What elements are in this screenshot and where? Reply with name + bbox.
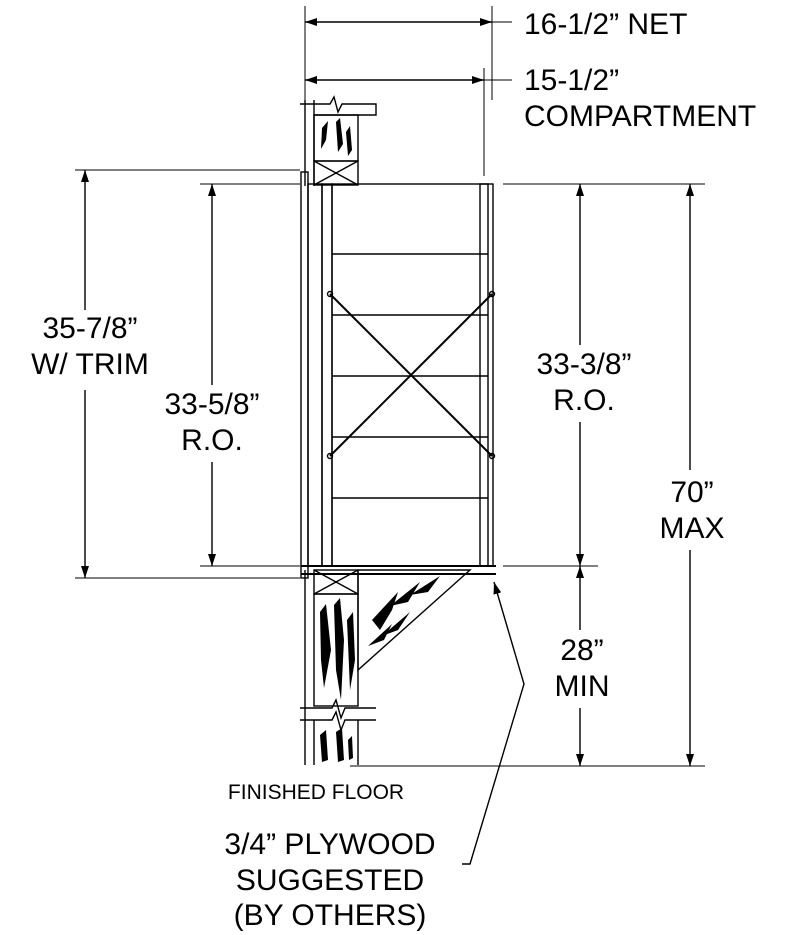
- plywood-line2: SUGGESTED: [236, 864, 424, 897]
- max-height-label: MAX: [659, 512, 724, 545]
- plywood-line3: (BY OTHERS): [234, 899, 427, 932]
- cabinet-unit: [300, 171, 496, 579]
- finished-floor-label: FINISHED FLOOR: [228, 781, 404, 804]
- wall-framing: [300, 95, 472, 765]
- plywood-line1: 3/4” PLYWOOD: [224, 828, 435, 861]
- net-width-label: 16-1/2” NET: [524, 8, 687, 41]
- min-height-label: MIN: [555, 670, 610, 703]
- height-dimensions: [75, 169, 705, 767]
- trim-height-label: W/ TRIM: [31, 348, 149, 381]
- compartment-label: COMPARTMENT: [524, 100, 756, 133]
- compartment-value: 15-1/2”: [524, 64, 619, 97]
- trim-height-value: 35-7/8”: [42, 312, 137, 345]
- plywood-leader: [462, 581, 525, 865]
- ro-left-label: R.O.: [181, 424, 243, 457]
- width-dimensions: [304, 6, 512, 176]
- ro-right-value: 33-3/8”: [536, 348, 631, 381]
- max-height-value: 70”: [670, 476, 713, 509]
- min-height-value: 28”: [560, 634, 603, 667]
- ro-right-label: R.O.: [553, 384, 615, 417]
- ro-left-value: 33-5/8”: [164, 388, 259, 421]
